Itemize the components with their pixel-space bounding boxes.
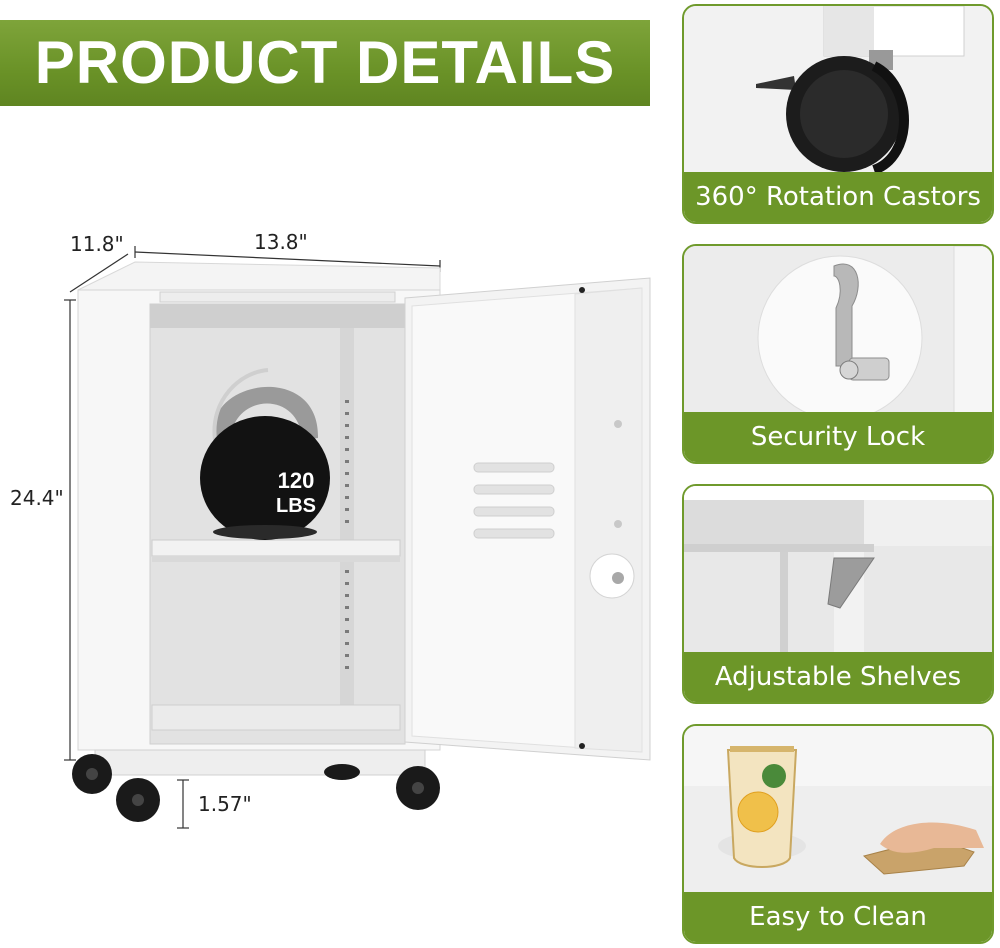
- wheel-height-dimension: 1.57": [198, 792, 252, 816]
- feature-label: 360° Rotation Castors: [684, 172, 992, 222]
- cabinet-illustration: 120 LBS: [64, 246, 651, 829]
- feature-label: Adjustable Shelves: [684, 652, 992, 702]
- feature-panel-lock: Security Lock: [682, 244, 994, 464]
- feature-label: Easy to Clean: [684, 892, 992, 942]
- width-dimension: 13.8": [254, 230, 308, 254]
- feature-label: Security Lock: [684, 412, 992, 462]
- depth-dimension: 11.8": [70, 232, 124, 256]
- feature-panel-clean: Easy to Clean: [682, 724, 994, 944]
- product-details-banner: PRODUCT DETAILS: [0, 20, 650, 106]
- feature-panel-shelves: Adjustable Shelves: [682, 484, 994, 704]
- feature-panel-castors: 360° Rotation Castors: [682, 4, 994, 224]
- kettlebell-weight: 120: [278, 468, 315, 493]
- height-dimension: 24.4": [10, 486, 64, 510]
- castor-wheel-icon: [684, 6, 992, 222]
- kettlebell-unit: LBS: [276, 495, 316, 517]
- banner-title: PRODUCT DETAILS: [34, 29, 616, 96]
